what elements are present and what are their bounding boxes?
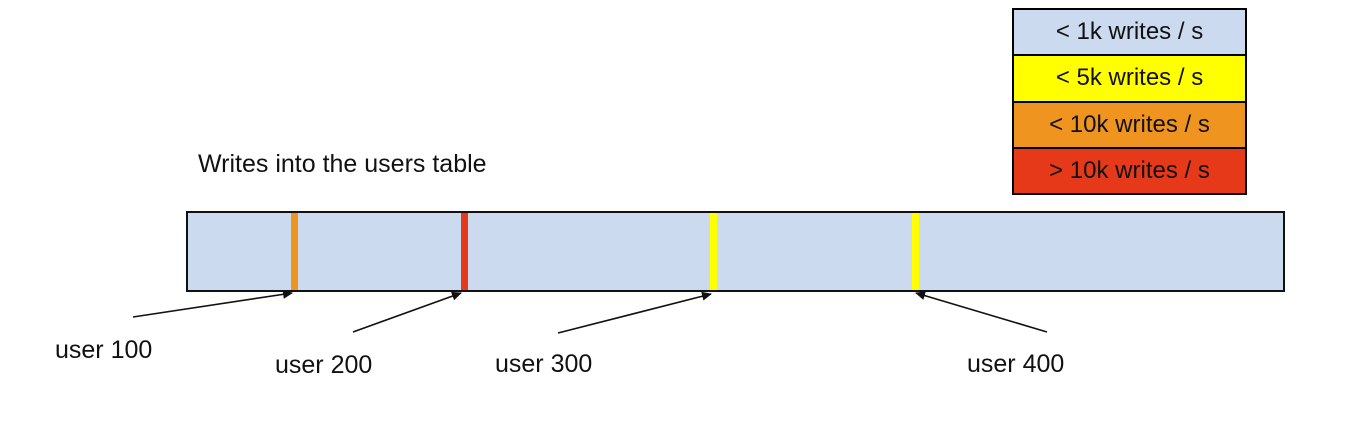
label-user-200: user 200 — [275, 351, 373, 379]
legend-item-label: > 10k writes / s — [1049, 156, 1210, 184]
stripe-user-400 — [912, 213, 919, 290]
legend-item-lt-1k: < 1k writes / s — [1014, 10, 1245, 55]
legend-item-lt-5k: < 5k writes / s — [1014, 54, 1245, 101]
label-user-300: user 300 — [495, 350, 593, 378]
label-user-100: user 100 — [55, 336, 153, 364]
arrow-user-200 — [352, 291, 462, 333]
arrow-user-400 — [915, 291, 1048, 333]
stripe-user-100 — [291, 213, 298, 290]
arrow-user-300 — [557, 291, 712, 334]
users-table-bar — [186, 211, 1285, 292]
label-user-400: user 400 — [967, 350, 1065, 378]
legend-item-lt-10k: < 10k writes / s — [1014, 100, 1245, 147]
legend: < 1k writes / s < 5k writes / s < 10k wr… — [1012, 8, 1247, 195]
diagram-title: Writes into the users table — [198, 150, 487, 178]
legend-item-gt-10k: > 10k writes / s — [1014, 146, 1245, 193]
arrow-user-100 — [132, 289, 293, 318]
legend-item-label: < 10k writes / s — [1049, 110, 1210, 138]
stripe-user-300 — [710, 213, 717, 290]
legend-item-label: < 1k writes / s — [1055, 18, 1204, 46]
stripe-user-200 — [461, 213, 468, 290]
legend-item-label: < 5k writes / s — [1055, 64, 1204, 92]
